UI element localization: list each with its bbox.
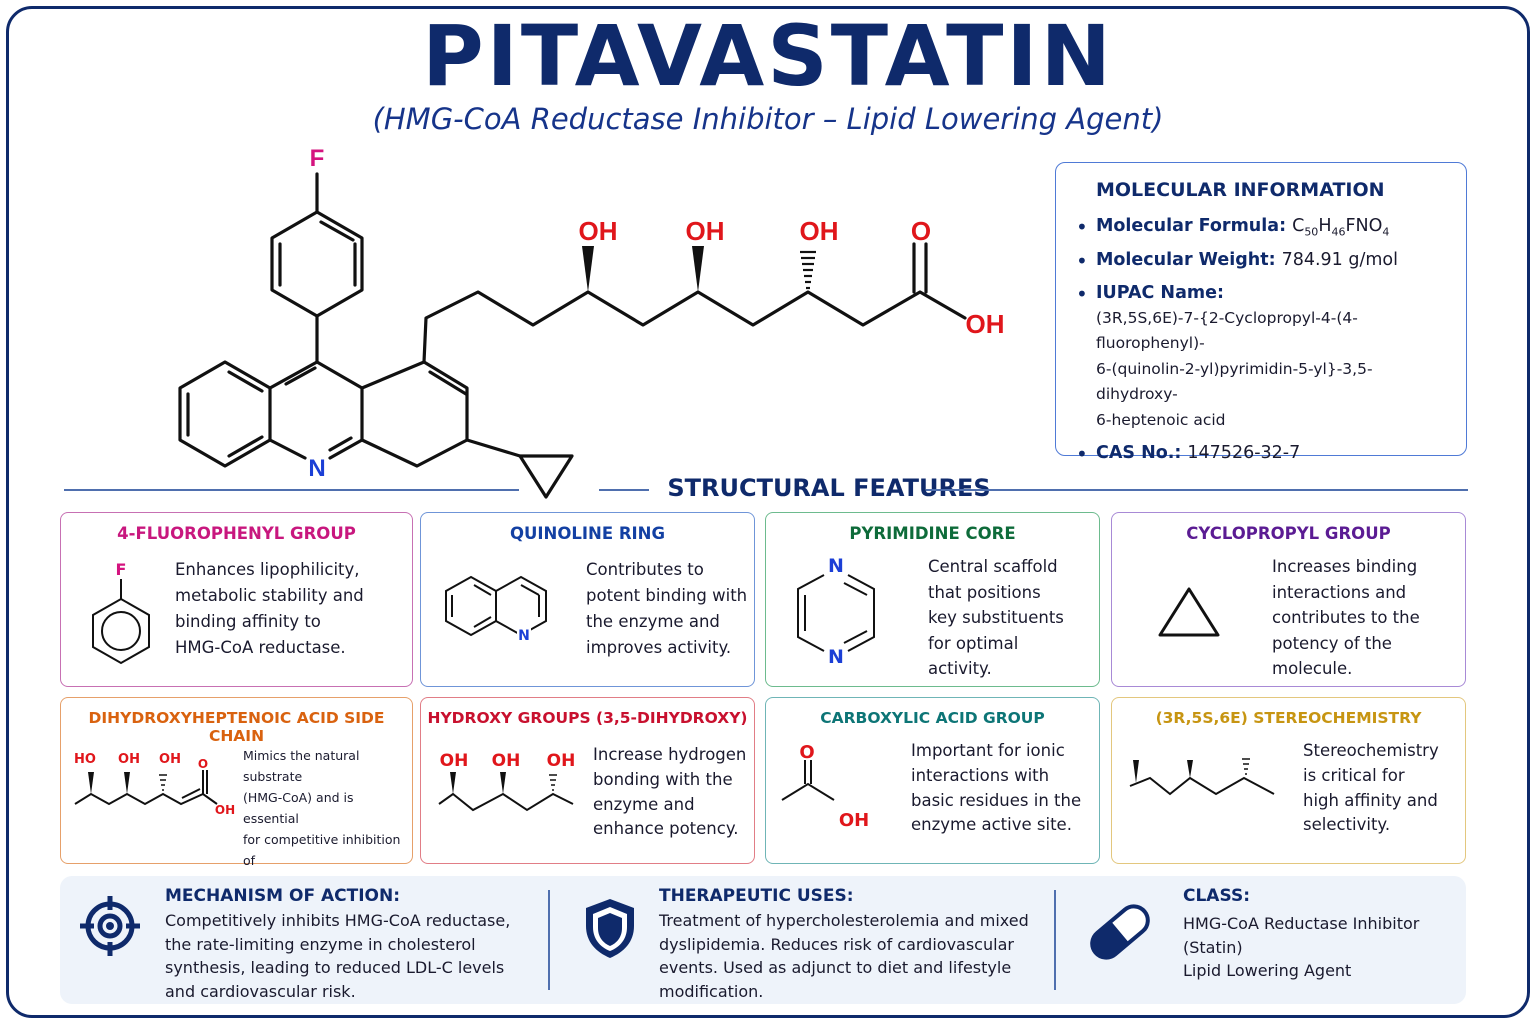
- therapeutic-uses-heading: THERAPEUTIC USES:: [659, 886, 854, 906]
- card-fluorophenyl: 4-FLUOROPHENYL GROUP F Enhances lipophil…: [60, 512, 413, 687]
- molecular-info-heading: MOLECULAR INFORMATION: [1096, 179, 1385, 201]
- class-section: CLASS: HMG-CoA Reductase Inhibitor (Stat…: [1183, 886, 1420, 981]
- therapeutic-uses-section: THERAPEUTIC USES: Treatment of hyperchol…: [659, 886, 1029, 1001]
- fluorine-label: F: [310, 145, 325, 172]
- svg-text:HO: HO: [74, 752, 96, 767]
- card-title: CARBOXYLIC ACID GROUP: [820, 709, 1045, 727]
- page-title: PITAVASTATIN: [422, 7, 1114, 105]
- iupac-label: IUPAC Name:: [1096, 282, 1224, 303]
- card-description: Contributes to potent binding with the e…: [586, 560, 748, 658]
- hydroxy-groups-icon: OH OH OH: [438, 751, 576, 812]
- card-title: HYDROXY GROUPS (3,5-DIHYDROXY): [427, 709, 748, 727]
- stereochemistry-icon: [1129, 758, 1275, 796]
- divider-line: [64, 489, 519, 491]
- iupac-row: IUPAC Name: (3R,5S,6E)-7-{2-Cyclopropyl-…: [1076, 281, 1448, 433]
- card-title: (3R,5S,6E) STEREOCHEMISTRY: [1155, 709, 1422, 727]
- svg-text:N: N: [518, 628, 530, 644]
- oh-label-5: OH: [686, 216, 725, 246]
- svg-text:OH: OH: [440, 751, 469, 771]
- column-divider: [548, 890, 550, 990]
- card-stereochemistry: (3R,5S,6E) STEREOCHEMISTRY Stereochemist…: [1111, 697, 1466, 864]
- iupac-line: (3R,5S,6E)-7-{2-Cyclopropyl-4-(4-fluorop…: [1096, 308, 1358, 353]
- weight-label: Molecular Weight:: [1096, 250, 1276, 271]
- page-subtitle: (HMG-CoA Reductase Inhibitor – Lipid Low…: [372, 102, 1164, 136]
- svg-text:OH: OH: [492, 751, 521, 771]
- iupac-line: 6-(quinolin-2-yl)pyrimidin-5-yl}-3,5-dih…: [1096, 359, 1373, 404]
- oh-label-7: OH: [800, 216, 839, 246]
- oh-label-3: OH: [579, 216, 618, 246]
- fluorophenyl-ring: [270, 210, 364, 318]
- column-divider: [1054, 890, 1056, 990]
- card-title: CYCLOPROPYL GROUP: [1186, 524, 1391, 543]
- weight-row: Molecular Weight:784.91 g/mol: [1076, 248, 1448, 275]
- card-quinoline: QUINOLINE RING N Contributes to potent b…: [420, 512, 755, 687]
- fluorophenyl-icon: F: [92, 560, 150, 665]
- cas-row: CAS No.:147526-32-7: [1076, 441, 1448, 468]
- molecular-info-panel: MOLECULAR INFORMATION Molecular Formula:…: [1055, 162, 1467, 468]
- pyrimidine-icon: N N: [797, 555, 875, 668]
- card-side-chain: DIHYDROXYHEPTENOIC ACID SIDE CHAIN HO OH…: [60, 697, 413, 889]
- svg-text:F: F: [116, 560, 127, 579]
- structural-features-heading: STRUCTURAL FEATURES: [667, 474, 991, 502]
- class-heading: CLASS:: [1183, 886, 1250, 906]
- nitrogen-label: N: [308, 455, 325, 482]
- card-title: PYRIMIDINE CORE: [849, 524, 1016, 543]
- card-description: Central scaffold that positions key subs…: [928, 557, 1064, 679]
- side-chain-icon: HO OH OH O OH: [74, 752, 235, 817]
- svg-text:OH: OH: [118, 752, 140, 767]
- benzo-ring: [178, 360, 272, 468]
- formula-label: Molecular Formula:: [1096, 216, 1287, 236]
- mechanism-heading: MECHANISM OF ACTION:: [165, 886, 401, 906]
- card-hydroxy-groups: HYDROXY GROUPS (3,5-DIHYDROXY) OH OH OH …: [420, 697, 755, 864]
- carboxylic-acid-icon: O OH: [781, 742, 869, 831]
- acid-oh-label: OH: [966, 309, 1005, 339]
- quinoline-icon: N: [445, 575, 547, 644]
- svg-text:O: O: [198, 757, 208, 771]
- formula-value: C50H46FNO4: [1292, 216, 1390, 239]
- card-description: Increase hydrogen bonding with the enzym…: [593, 745, 747, 839]
- card-title: 4-FLUOROPHENYL GROUP: [117, 524, 356, 543]
- svg-text:OH: OH: [215, 803, 235, 817]
- card-description: Mimics the natural substrate (HMG-CoA) a…: [243, 748, 401, 889]
- card-carboxylic-acid: CARBOXYLIC ACID GROUP O OH Important for…: [765, 697, 1100, 864]
- cyclopropyl-icon: [1158, 587, 1220, 637]
- svg-text:O: O: [799, 742, 814, 763]
- structural-features-header: STRUCTURAL FEATURES: [64, 474, 1468, 504]
- main-structure-diagram: F N OH OH OH O OH: [178, 145, 1005, 499]
- shield-icon: [586, 899, 634, 958]
- card-description: Increases binding interactions and contr…: [1272, 557, 1420, 679]
- divider-line: [926, 489, 1468, 491]
- card-title: DIHYDROXYHEPTENOIC ACID SIDE CHAIN: [88, 709, 385, 745]
- cas-label: CAS No.:: [1096, 443, 1182, 464]
- capsule-icon: [1090, 904, 1150, 960]
- svg-text:OH: OH: [547, 751, 576, 771]
- card-description: Enhances lipophilicity, metabolic stabil…: [175, 560, 364, 658]
- iupac-line: 6-heptenoic acid: [1096, 410, 1226, 429]
- card-cyclopropyl: CYCLOPROPYL GROUP Increases binding inte…: [1111, 512, 1466, 687]
- cas-value: 147526-32-7: [1187, 443, 1301, 464]
- page-frame: [6, 6, 1530, 1018]
- divider-line: [599, 489, 649, 491]
- svg-text:N: N: [828, 646, 844, 668]
- target-icon: [80, 896, 140, 956]
- svg-text:OH: OH: [159, 752, 181, 767]
- weight-value: 784.91 g/mol: [1281, 250, 1398, 271]
- mechanism-section: MECHANISM OF ACTION: Competitively inhib…: [165, 886, 511, 1001]
- card-pyrimidine: PYRIMIDINE CORE N N Central scaffold tha…: [765, 512, 1100, 687]
- card-description: Important for ionic interactions with ba…: [911, 741, 1082, 835]
- card-description: Stereochemistry is critical for high aff…: [1303, 741, 1439, 835]
- svg-text:OH: OH: [839, 810, 869, 831]
- svg-text:N: N: [828, 555, 844, 577]
- cyclopropyl-ring: [518, 454, 574, 499]
- bottom-info-band: MECHANISM OF ACTION: Competitively inhib…: [60, 876, 1466, 1004]
- formula-row: Molecular Formula:C50H46FNO4: [1076, 214, 1448, 241]
- carbonyl-o-label: O: [911, 216, 931, 246]
- card-title: QUINOLINE RING: [509, 524, 666, 543]
